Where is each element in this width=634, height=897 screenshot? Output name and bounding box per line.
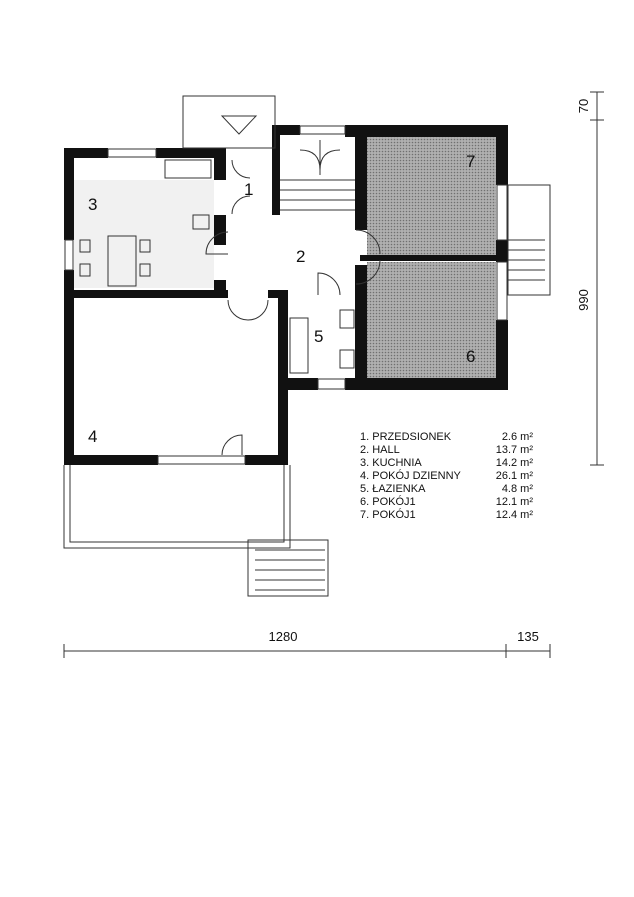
legend-name: 1. PRZEDSIONEK	[360, 431, 452, 443]
legend-area: 12.4 m²	[496, 509, 534, 521]
kitchen-floor	[74, 180, 214, 288]
room-7-floor	[367, 137, 496, 255]
legend-name: 2. HALL	[360, 444, 400, 456]
room-number-4: 4	[88, 427, 97, 446]
room-legend: 1. PRZEDSIONEK 2.6 m² 2. HALL 13.7 m² 3.…	[360, 431, 533, 521]
walls	[64, 125, 508, 465]
legend-area: 26.1 m²	[496, 470, 534, 482]
dimension-1280: 1280	[269, 629, 298, 644]
room-number-2: 2	[296, 247, 305, 266]
room-number-7: 7	[466, 152, 475, 171]
dimension-990: 990	[576, 289, 591, 311]
legend-area: 14.2 m²	[496, 457, 534, 469]
dimension-70: 70	[576, 99, 591, 113]
room-6-floor	[367, 262, 496, 378]
legend-area: 4.8 m²	[502, 483, 534, 495]
room-number-5: 5	[314, 327, 323, 346]
legend-name: 5. ŁAZIENKA	[360, 483, 426, 495]
legend-area: 12.1 m²	[496, 496, 534, 508]
room-number-6: 6	[466, 347, 475, 366]
room-number-1: 1	[244, 180, 253, 199]
dimension-135: 135	[517, 629, 539, 644]
outlines	[63, 91, 604, 658]
legend-name: 7. POKÓJ1	[360, 508, 416, 521]
legend-name: 3. KUCHNIA	[360, 457, 422, 469]
legend-area: 2.6 m²	[502, 431, 534, 443]
legend-name: 6. POKÓJ1	[360, 495, 416, 508]
room-number-3: 3	[88, 195, 97, 214]
legend-name: 4. POKÓJ DZIENNY	[360, 469, 462, 482]
legend-area: 13.7 m²	[496, 444, 534, 456]
